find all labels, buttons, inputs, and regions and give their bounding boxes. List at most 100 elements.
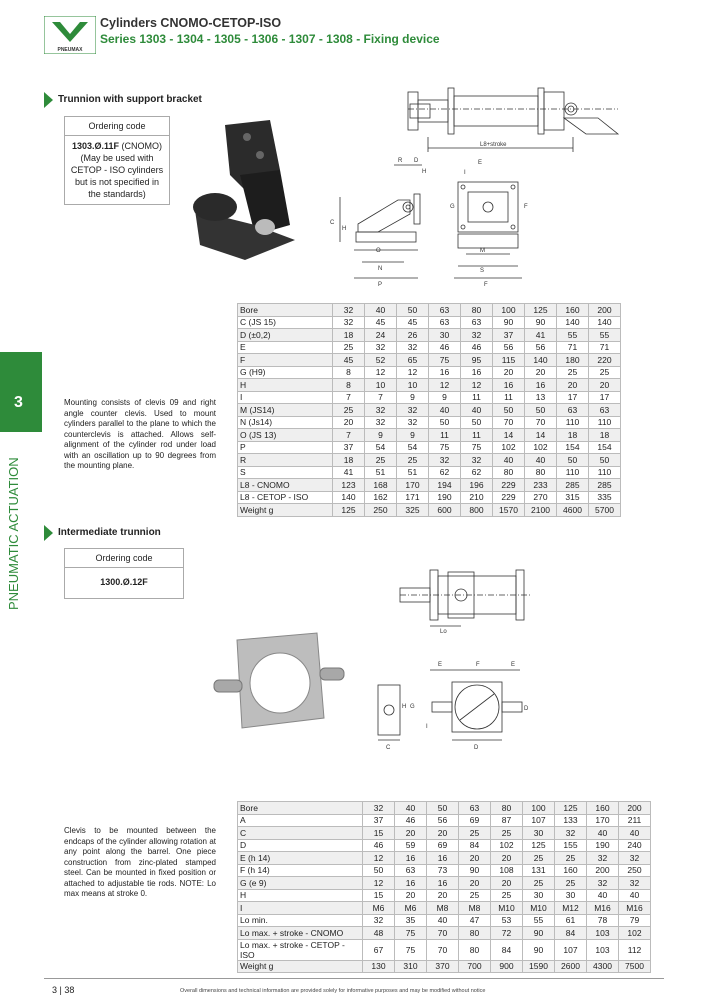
table-cell: 51 <box>364 465 397 479</box>
table-cell: 325 <box>396 503 429 517</box>
label-g: G <box>450 204 455 210</box>
section2-title: Intermediate trunnion <box>58 527 161 538</box>
table-cell: 54 <box>364 440 397 454</box>
table-cell: 131 <box>522 863 555 877</box>
section2-ordering-box: Ordering code 1300.Ø.12F <box>64 548 184 599</box>
table-cell: 103 <box>586 938 619 961</box>
table-cell: 32 <box>362 913 395 927</box>
side-tab-label: PNEUMATIC ACTUATION <box>6 457 21 610</box>
table-cell: 18 <box>332 453 365 467</box>
table-cell: 140 <box>588 315 621 329</box>
table-cell: 40 <box>428 403 461 417</box>
row-label: E <box>237 340 333 354</box>
table-cell: 16 <box>492 378 525 392</box>
table-cell: 16 <box>426 851 459 865</box>
label-m: M <box>480 248 485 254</box>
table-cell: 37 <box>362 813 395 827</box>
table-cell: 61 <box>554 913 587 927</box>
table-cell: 90 <box>522 938 555 961</box>
table-cell: 75 <box>428 353 461 367</box>
table-cell: 95 <box>460 353 493 367</box>
label-p: P <box>378 282 382 288</box>
table-cell: 108 <box>490 863 523 877</box>
row-label: Lo min. <box>237 913 363 927</box>
table-cell: 100 <box>522 801 555 815</box>
ordering-label: Ordering code <box>65 117 169 136</box>
table-cell: 11 <box>460 428 493 442</box>
table-cell: 180 <box>556 353 589 367</box>
table-cell: 70 <box>426 926 459 940</box>
table-cell: 160 <box>556 303 589 317</box>
row-label: N (Js14) <box>237 415 333 429</box>
table-cell: 30 <box>554 888 587 902</box>
table-cell: 55 <box>588 328 621 342</box>
row-label: E (h 14) <box>237 851 363 865</box>
footer-divider <box>44 978 664 979</box>
table-cell: 16 <box>524 378 557 392</box>
row-label: I <box>237 390 333 404</box>
table-cell: 14 <box>492 428 525 442</box>
table-cell: 196 <box>460 478 493 492</box>
label-i: I <box>464 170 466 176</box>
table-cell: M16 <box>586 901 619 915</box>
table-cell: 103 <box>586 926 619 940</box>
table-cell: 25 <box>554 876 587 890</box>
table-cell: 50 <box>396 303 429 317</box>
table-cell: 78 <box>586 913 619 927</box>
table-cell: 45 <box>396 315 429 329</box>
table-cell: 140 <box>556 315 589 329</box>
table-cell: 69 <box>458 813 491 827</box>
table-cell: 102 <box>492 440 525 454</box>
table-cell: 1590 <box>522 959 555 973</box>
table-cell: 90 <box>522 926 555 940</box>
label-d2: D <box>524 706 529 712</box>
table-cell: 40 <box>618 826 651 840</box>
table-cell: 16 <box>426 876 459 890</box>
table-cell: 32 <box>618 876 651 890</box>
table-cell: 12 <box>428 378 461 392</box>
table-cell: 9 <box>364 428 397 442</box>
table-cell: 4300 <box>586 959 619 973</box>
table-cell: 233 <box>524 478 557 492</box>
table-cell: M8 <box>426 901 459 915</box>
table-cell: 110 <box>556 415 589 429</box>
table-cell: 2100 <box>524 503 557 517</box>
table-cell: 310 <box>394 959 427 973</box>
table-cell: 229 <box>492 478 525 492</box>
row-label: H <box>237 378 333 392</box>
table-cell: 1570 <box>492 503 525 517</box>
table-cell: 25 <box>490 826 523 840</box>
label-o: O <box>376 248 381 254</box>
table-cell: 25 <box>554 851 587 865</box>
table-cell: 25 <box>556 365 589 379</box>
table-cell: 20 <box>556 378 589 392</box>
table-cell: 18 <box>556 428 589 442</box>
table-cell: 125 <box>522 838 555 852</box>
side-tab: 3 <box>0 352 42 622</box>
table-cell: M16 <box>618 901 651 915</box>
row-label: I <box>237 901 363 915</box>
table-cell: 53 <box>490 913 523 927</box>
table-cell: 12 <box>362 851 395 865</box>
row-label: F (h 14) <box>237 863 363 877</box>
table-cell: M12 <box>554 901 587 915</box>
table-cell: M6 <box>394 901 427 915</box>
table-cell: 15 <box>362 826 395 840</box>
page-number: 3 | 38 <box>52 985 75 995</box>
table-cell: 107 <box>554 938 587 961</box>
table-cell: M8 <box>458 901 491 915</box>
table-cell: 63 <box>394 863 427 877</box>
table-cell: 40 <box>394 801 427 815</box>
